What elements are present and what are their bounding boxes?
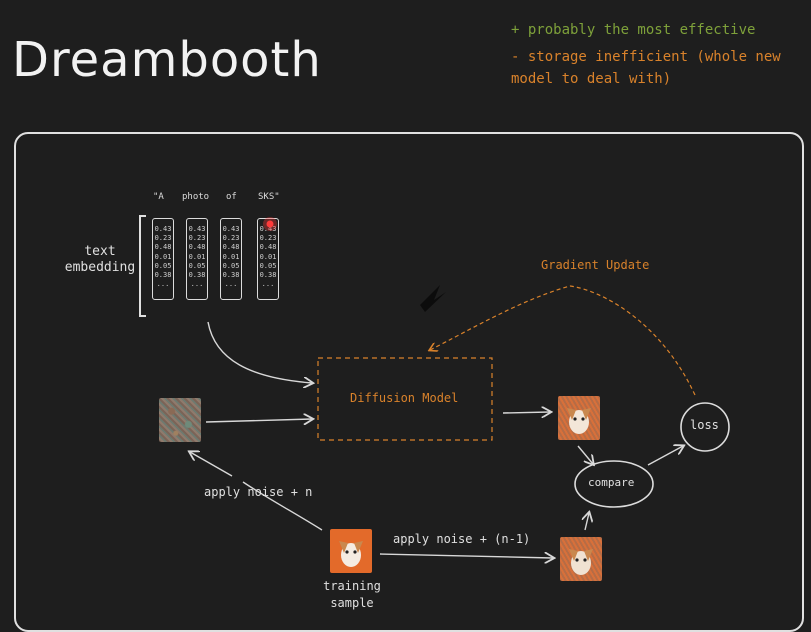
loss-label: loss [690, 418, 719, 432]
noise-image [159, 398, 201, 442]
embedding-to-model-arrow [207, 321, 312, 383]
diffusion-model-box [317, 357, 493, 441]
diffusion-model-label: Diffusion Model [350, 391, 459, 405]
prompt-word-photo: photo [182, 192, 210, 202]
compare-label: compare [588, 476, 635, 489]
apply-noise-n-label: apply noise + n [204, 485, 313, 499]
training-to-noised-arrow [379, 554, 553, 558]
prompt-word-of: of [226, 192, 237, 202]
compare-node [574, 460, 654, 508]
embedding-bracket [139, 215, 146, 317]
prompt-word-sks: SKS" [258, 192, 280, 202]
prompt-word-a: "A [153, 192, 164, 202]
output-dog-image [558, 396, 600, 440]
gradient-update-label: Gradient Update [541, 258, 650, 272]
apply-noise-n-minus-1-label: apply noise + (n-1) [393, 532, 531, 546]
output-to-compare-arrow [577, 445, 593, 464]
cursor-icon [420, 285, 446, 312]
diagram-connectors [139, 215, 730, 618]
training-to-noise-arrow [190, 452, 233, 477]
highlight-dot [266, 220, 274, 228]
gradient-update-arrow [430, 285, 696, 396]
page-title: Dreambooth [12, 32, 322, 88]
dog-icon [569, 549, 593, 575]
training-noise-line-a [242, 481, 323, 531]
cons-note: - storage inefficient (whole new model t… [511, 49, 781, 87]
dog-icon [567, 408, 591, 434]
pros-note: + probably the most effective [511, 22, 756, 38]
loss-node [680, 402, 730, 452]
compare-to-loss-arrow [647, 446, 683, 466]
training-sample-image [330, 529, 372, 573]
text-embedding-label: text embedding [64, 244, 136, 275]
noise-to-model-arrow [205, 419, 312, 422]
dog-icon [339, 541, 363, 567]
model-to-output-arrow [502, 412, 550, 413]
training-sample-label: training sample [323, 579, 381, 610]
noised-sample-image [560, 537, 602, 581]
noised-to-compare-arrow [585, 513, 589, 531]
